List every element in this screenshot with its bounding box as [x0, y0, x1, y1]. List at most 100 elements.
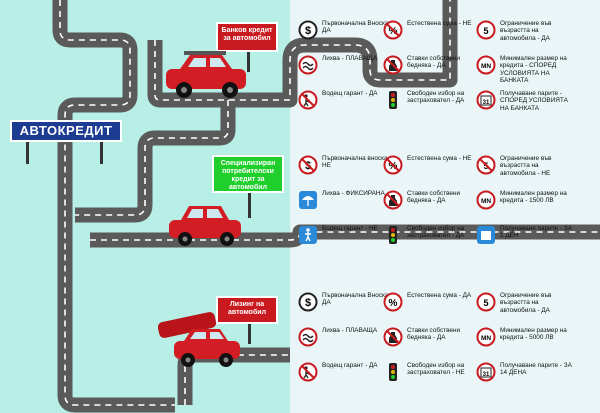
feature-label: Минимален размер на кредита - СПОРЕД УСЛ…	[500, 55, 567, 84]
calendar-icon	[476, 225, 496, 245]
feature-label: Ставки собствени бедняка - ДА	[407, 55, 461, 70]
feature-item: Лихва - ПЛАВАЩА	[298, 327, 398, 355]
feature-item: $ Първоначална Вноска - ДА	[298, 20, 398, 48]
feature-label: Първоначална Вноска - ДА	[322, 20, 393, 35]
feature-label: Лихва - ФИКСИРАНА	[322, 190, 385, 197]
interest-wave-icon	[298, 55, 318, 75]
interest-wave-icon	[298, 327, 318, 347]
feature-item: $ Първоначална Вноска - ДА	[298, 292, 398, 320]
traffic-light-icon	[383, 225, 403, 245]
guarantor-crossed-icon	[298, 90, 318, 110]
car-with-bank-sign	[166, 51, 246, 98]
age-5-crossed-icon: 5	[476, 155, 496, 175]
feature-label: Получаване парите - ЗА 1 ДЕН	[500, 225, 572, 240]
feature-label: Получаване парите - СПОРЕД УСЛОВИЯТА НА …	[500, 90, 568, 112]
feature-label: Водещ гарант - НЕ	[322, 225, 378, 232]
sign-pole	[26, 140, 29, 164]
billboard-pole	[248, 190, 251, 218]
feature-label: Първоначална вноска - НЕ	[322, 155, 392, 170]
percent-crossed-icon: %	[383, 155, 403, 175]
svg-text:5: 5	[483, 298, 488, 308]
feature-label: Ставки собствени бедняка - ДА	[407, 327, 461, 342]
feature-item: 31 Получаване парите - СПОРЕД УСЛОВИЯТА Н…	[476, 90, 576, 118]
main-sign: АВТОКРЕДИТ	[10, 120, 122, 142]
calendar-31-icon: 31	[476, 90, 496, 110]
svg-text:%: %	[389, 161, 398, 172]
feature-item: Свободен избор на застраховател - ДА	[383, 90, 483, 118]
feature-label: Свободен избор на застраховател - ДА	[407, 225, 465, 240]
feature-label: Лихва - ПЛАВАЩА	[322, 327, 378, 334]
feature-label: Получаване парите - ЗА 14 ДЕНА	[500, 362, 572, 377]
feature-item: Ставки собствени бедняка - ДА	[383, 327, 483, 355]
feature-item: MN Минимален размер на кредита - 5000 ЛВ	[476, 327, 576, 355]
svg-text:31: 31	[483, 100, 490, 106]
dollar-icon: $	[298, 292, 318, 312]
svg-text:$: $	[305, 297, 311, 309]
billboard-pole	[247, 50, 250, 72]
two-cars-leasing	[157, 312, 240, 367]
sign-pole	[100, 140, 103, 164]
feature-item: Лихва - ФИКСИРАНА	[298, 190, 398, 218]
svg-text:5: 5	[483, 26, 488, 36]
feature-item: Водещ гарант - НЕ	[298, 225, 398, 253]
min-max-icon: MN	[476, 190, 496, 210]
feature-item: % Естествена сума - НЕ	[383, 20, 483, 48]
min-max-icon: MN	[476, 327, 496, 347]
dollar-crossed-icon: $	[298, 155, 318, 175]
feature-item: Свободен избор на застраховател - ДА	[383, 225, 483, 253]
traffic-light-icon	[383, 90, 403, 110]
feature-label: Ограничение във възрастта на автомобила …	[500, 292, 552, 314]
feature-label: Минимален размер на кредита - 1500 ЛВ	[500, 190, 567, 205]
guarantor-crossed-icon	[298, 362, 318, 382]
feature-label: Свободен избор на застраховател - НЕ	[407, 362, 465, 377]
percent-crossed-icon: %	[383, 20, 403, 40]
svg-text:MN: MN	[481, 198, 491, 205]
feature-item: MN Минимален размер на кредита - 1500 ЛВ	[476, 190, 576, 218]
feature-item: 5 Ограничение във възрастта на автомобила…	[476, 20, 576, 48]
feature-item: MN Минимален размер на кредита - СПОРЕД У…	[476, 55, 576, 84]
traffic-light-icon	[383, 362, 403, 382]
calendar-31-icon: 31	[476, 362, 496, 382]
feature-item: %Естествена сума - НЕ	[383, 155, 483, 183]
dollar-icon: $	[298, 20, 318, 40]
svg-text:MN: MN	[481, 335, 491, 342]
age-5-icon: 5	[476, 292, 496, 312]
feature-label: Естествена сума - ДА	[407, 292, 472, 299]
percent-icon: %	[383, 292, 403, 312]
feature-item: $ Първоначална вноска - НЕ	[298, 155, 398, 183]
feature-label: Свободен избор на застраховател - ДА	[407, 90, 465, 105]
feature-item: Водещ гарант - ДА	[298, 362, 398, 390]
feature-item: Ставки собствени бедняка - ДА	[383, 55, 483, 83]
car-consumer-credit	[169, 206, 241, 246]
feature-label: Естествена сума - НЕ	[407, 20, 472, 27]
svg-text:31: 31	[483, 372, 490, 378]
no-alcohol-icon	[383, 327, 403, 347]
feature-item: % Естествена сума - ДА	[383, 292, 483, 320]
billboard-pole	[248, 322, 251, 344]
feature-label: Ограничение във възрастта на автомобила …	[500, 155, 552, 177]
billboard-leasing: Лизинг на автомобил	[216, 296, 278, 324]
no-alcohol-icon	[383, 55, 403, 75]
svg-text:%: %	[389, 298, 398, 309]
feature-item: Ставки собствени бедняка - ДА	[383, 190, 483, 218]
svg-text:$: $	[305, 25, 311, 37]
svg-text:MN: MN	[481, 63, 491, 70]
umbrella-icon	[298, 190, 318, 210]
min-max-icon: MN	[476, 55, 496, 75]
feature-item: Свободен избор на застраховател - НЕ	[383, 362, 483, 390]
billboard-consumer-credit: Специализиран потребителски кредит за ав…	[212, 155, 284, 193]
age-5-icon: 5	[476, 20, 496, 40]
feature-item: 31 Получаване парите - ЗА 14 ДЕНА	[476, 362, 576, 390]
svg-text:%: %	[389, 26, 398, 37]
no-alcohol-icon	[383, 190, 403, 210]
feature-label: Водещ гарант - ДА	[322, 90, 378, 97]
pedestrian-icon	[298, 225, 318, 245]
feature-item: Получаване парите - ЗА 1 ДЕН	[476, 225, 576, 253]
feature-label: Лихва - ПЛАВАЩА	[322, 55, 378, 62]
feature-label: Ставки собствени бедняка - ДА	[407, 190, 461, 205]
feature-label: Ограничение във възрастта на автомобила …	[500, 20, 552, 42]
feature-label: Първоначална Вноска - ДА	[322, 292, 393, 307]
feature-label: Минимален размер на кредита - 5000 ЛВ	[500, 327, 567, 342]
